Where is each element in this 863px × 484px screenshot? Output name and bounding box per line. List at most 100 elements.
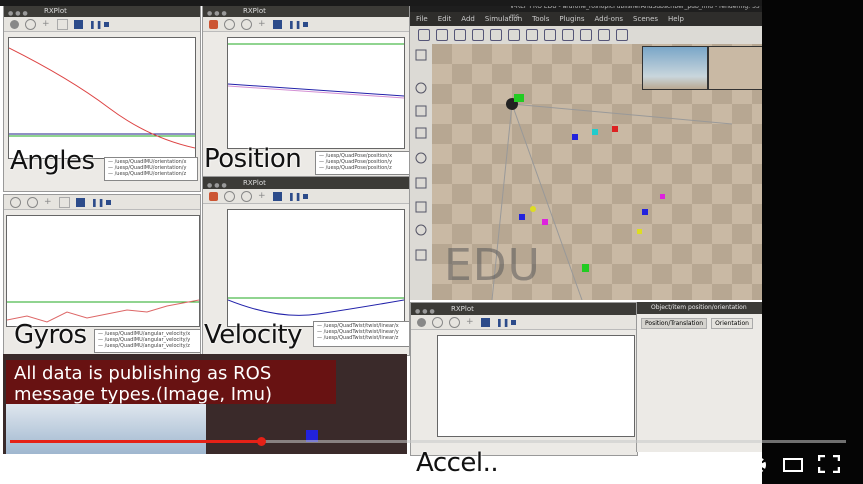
theater-mode-icon[interactable] [782, 457, 804, 473]
pause-icon[interactable]: ❚❚ [496, 317, 510, 327]
menu-help[interactable]: Help [668, 15, 685, 23]
time-current: 0:32 [140, 456, 167, 470]
vrep-toolbar [410, 26, 762, 44]
camera-rotate-icon[interactable] [436, 29, 448, 41]
play-simulation-icon[interactable] [616, 29, 628, 41]
menu-file[interactable]: File [416, 15, 428, 23]
plot-toolbar: + ❚❚ [4, 195, 200, 210]
plot-legend: — /uesp/QuadIMU/orientation/x— /uesp/Qua… [104, 157, 198, 181]
home-icon[interactable] [417, 317, 426, 327]
left-tool-icons [415, 49, 427, 261]
menu-addons[interactable]: Add-ons [594, 15, 624, 23]
zoom-icon[interactable] [57, 18, 68, 30]
volume-icon[interactable] [106, 455, 126, 473]
annotation-line-1: All data is publishing as ROS [14, 363, 272, 384]
home-icon[interactable] [209, 191, 218, 201]
save-icon[interactable] [481, 317, 490, 327]
window-title: RXPlot [243, 179, 266, 187]
save-icon[interactable] [273, 19, 282, 29]
forward-icon[interactable] [27, 196, 38, 208]
pan-icon[interactable]: + [44, 196, 52, 207]
save-icon[interactable] [74, 19, 83, 29]
zoom-icon[interactable] [59, 196, 70, 208]
caption-gyros: Gyros [14, 320, 87, 350]
pan-icon[interactable]: + [466, 316, 474, 327]
plot-area [227, 37, 405, 149]
progress-played [10, 440, 261, 443]
object-rotate-icon[interactable] [544, 29, 556, 41]
plot-area [8, 37, 196, 159]
camera-zoom-icon[interactable] [472, 29, 484, 41]
menu-plugins[interactable]: Plugins [559, 15, 585, 23]
simulation-settings-icon[interactable] [598, 29, 610, 41]
stop-icon[interactable] [303, 193, 308, 199]
progress-scrubber[interactable] [257, 437, 266, 446]
undo-icon[interactable] [562, 29, 574, 41]
camera-pan-icon[interactable] [418, 29, 430, 41]
back-icon[interactable] [10, 196, 21, 208]
plot-area [227, 209, 405, 327]
vrep-scene-view[interactable]: EDU [432, 44, 762, 300]
stop-icon[interactable] [511, 319, 516, 325]
dialog-title: Object/item position/orientation [637, 302, 763, 314]
pan-icon[interactable]: + [42, 18, 50, 29]
annotation-line-2: message types.(Image, Imu) [14, 384, 273, 405]
pause-icon[interactable]: ❚❚ [89, 19, 103, 29]
plot-legend: — /uesp/QuadIMU/angular_velocity/x— /ues… [94, 329, 200, 353]
object-shift-icon[interactable] [526, 29, 538, 41]
rxplot-window-accel: ●●●RXPlot + ❚❚ [410, 302, 638, 456]
fit-view-icon[interactable] [490, 29, 502, 41]
blue-square [306, 430, 318, 442]
back-icon[interactable] [224, 190, 235, 202]
camera-shift-icon[interactable] [454, 29, 466, 41]
plot-area [437, 335, 635, 437]
plot-area [6, 215, 200, 327]
menu-tools[interactable]: Tools [532, 15, 550, 23]
home-icon[interactable] [10, 19, 19, 29]
play-icon[interactable] [30, 455, 48, 473]
plot-toolbar: + ❚❚ [203, 17, 409, 32]
front-camera-view [642, 46, 708, 90]
object-select-icon[interactable] [508, 29, 520, 41]
save-icon[interactable] [76, 197, 85, 207]
back-icon[interactable] [432, 316, 443, 328]
caption-accel: Accel.. [416, 448, 499, 478]
pan-icon[interactable]: + [258, 190, 266, 201]
rxplot-window-angles: ●●●RXPlot + ❚❚ — /uesp/QuadIMU/orientati… [3, 4, 201, 192]
time-total: 1:49 [178, 456, 206, 470]
pause-icon[interactable]: ❚❚ [288, 191, 302, 201]
pan-icon[interactable]: + [258, 18, 266, 29]
vrep-window: V-REP PRO EDU - ardrone_rosTopicPublishe… [410, 2, 762, 300]
window-titlebar: ●●●RXPlot [411, 303, 637, 315]
back-icon[interactable] [224, 18, 235, 30]
menu-edit[interactable]: Edit [437, 15, 452, 23]
menu-simulation[interactable]: Simulation [484, 15, 523, 23]
redo-icon[interactable] [580, 29, 592, 41]
vrep-title: V-REP PRO EDU - ardrone_rosTopicPublishe… [410, 2, 762, 20]
stop-icon[interactable] [303, 21, 308, 27]
pause-icon[interactable]: ❚❚ [91, 197, 105, 207]
back-icon[interactable] [25, 18, 36, 30]
window-titlebar: ●●●RXPlot [203, 5, 409, 17]
tab-position[interactable]: Position/Translation [641, 318, 708, 329]
window-title: RXPlot [451, 305, 474, 313]
stop-icon[interactable] [104, 21, 109, 27]
forward-icon[interactable] [241, 190, 252, 202]
rxplot-window-position: ●●●RXPlot + ❚❚ — /uesp/QuadPose/position… [202, 4, 410, 180]
home-icon[interactable] [209, 19, 218, 29]
menu-add[interactable]: Add [461, 15, 475, 23]
stop-icon[interactable] [106, 199, 111, 205]
save-icon[interactable] [273, 191, 282, 201]
progress-bar[interactable] [10, 440, 846, 443]
fullscreen-icon[interactable] [818, 455, 840, 473]
forward-icon[interactable] [241, 18, 252, 30]
settings-gear-icon[interactable] [748, 455, 768, 475]
plot-lines [227, 43, 405, 99]
menu-scenes[interactable]: Scenes [633, 15, 659, 23]
down-camera-view [708, 46, 762, 90]
next-icon[interactable] [70, 456, 92, 472]
pause-icon[interactable]: ❚❚ [288, 19, 302, 29]
forward-icon[interactable] [449, 316, 460, 328]
tab-orientation[interactable]: Orientation [711, 318, 753, 329]
